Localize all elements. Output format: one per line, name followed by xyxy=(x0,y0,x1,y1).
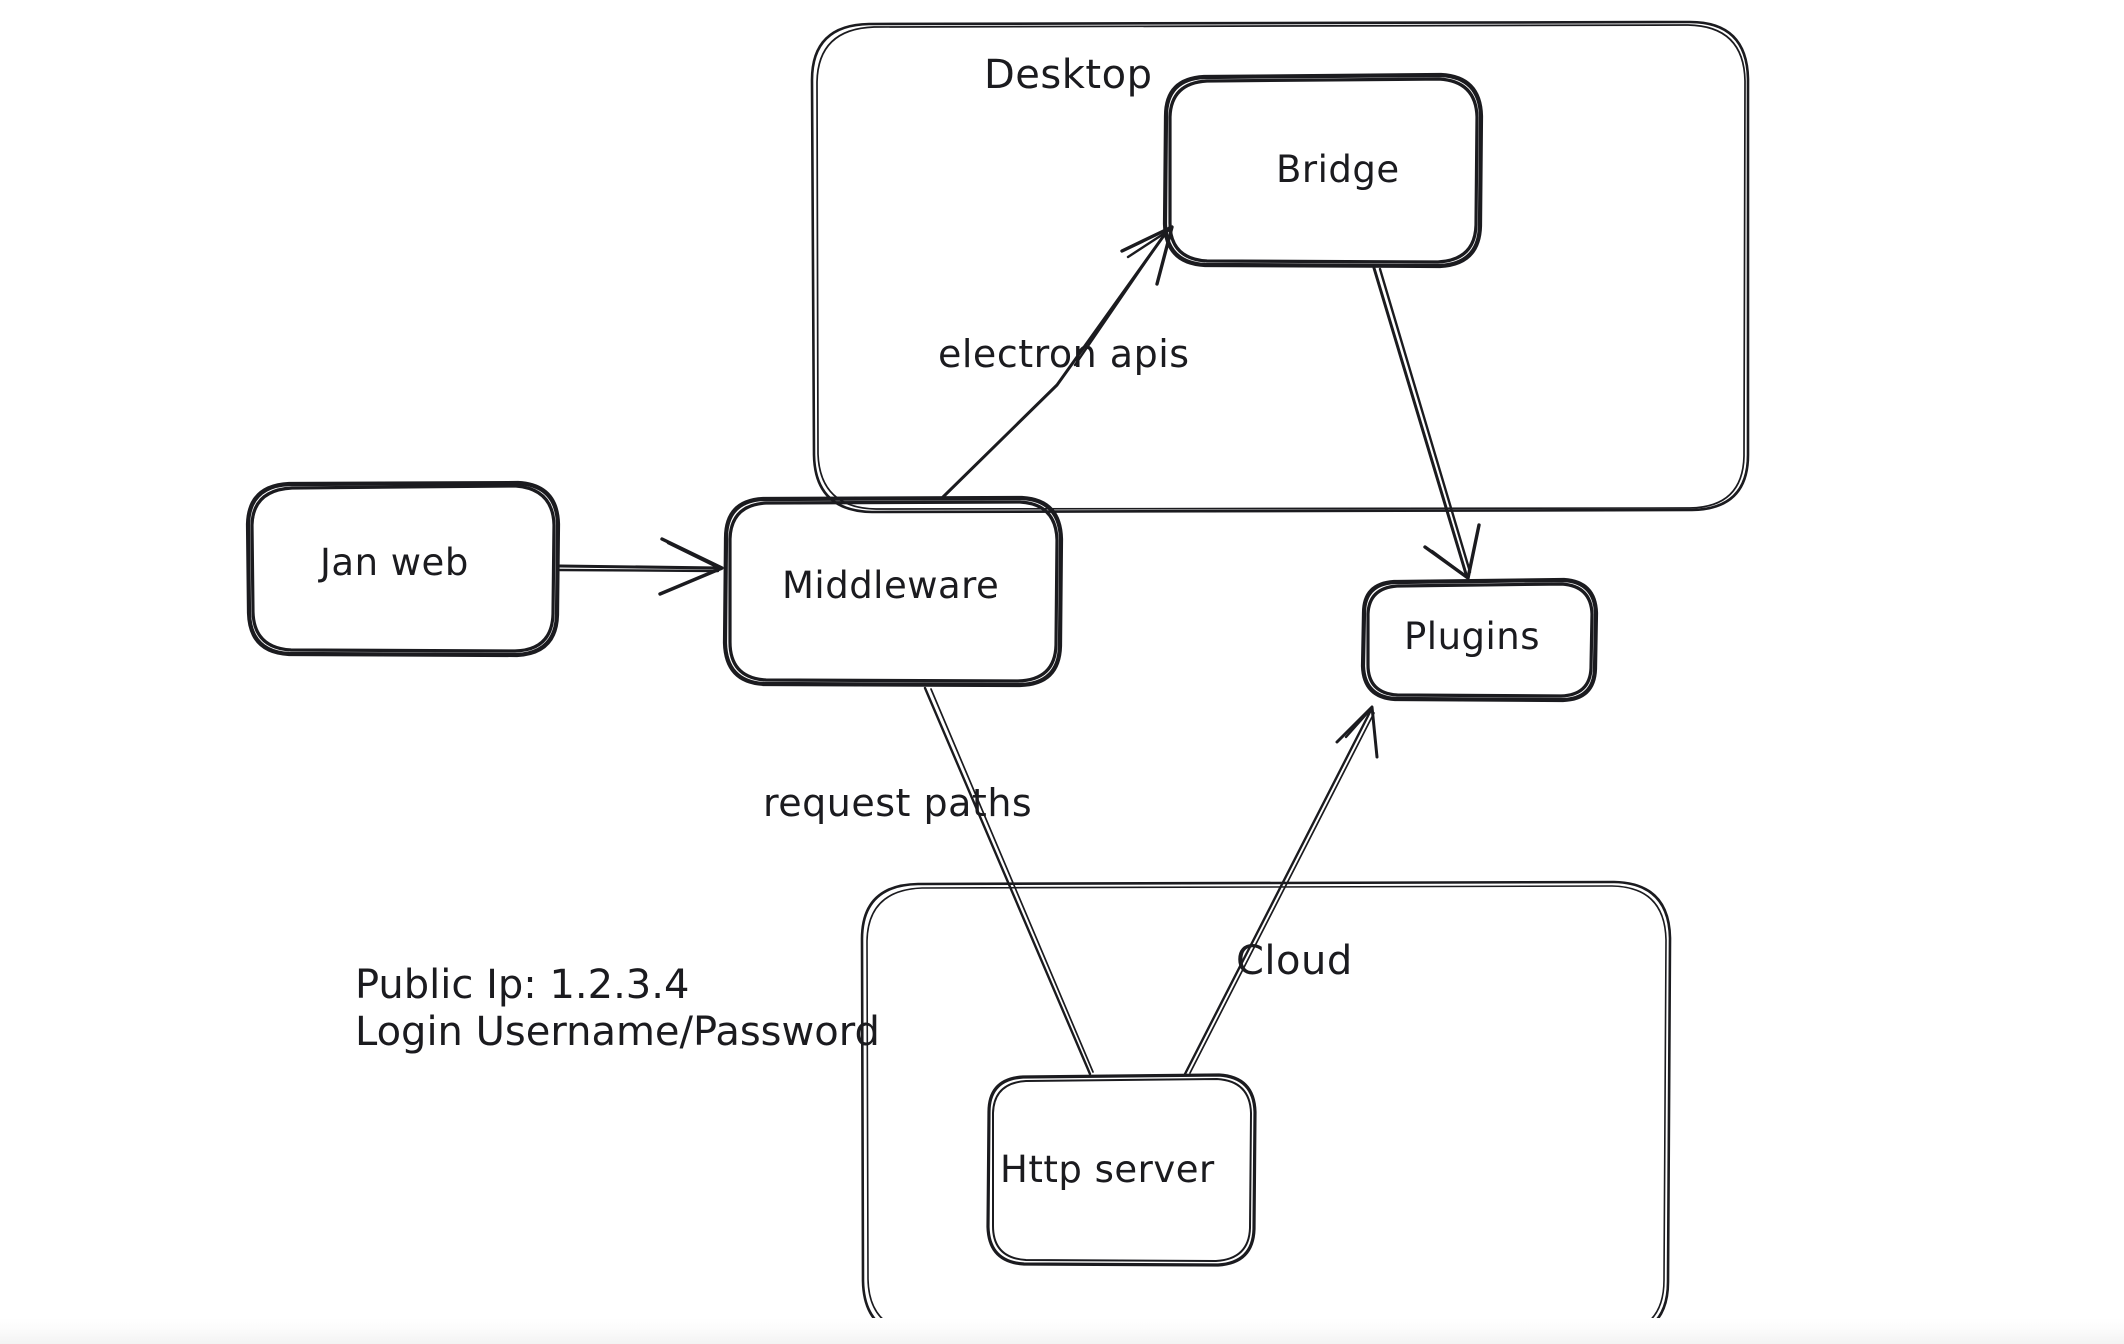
middleware-box-outline[interactable] xyxy=(722,495,1064,688)
edge-jan-web-to-middleware xyxy=(558,537,724,596)
bridge-label: Bridge xyxy=(1276,148,1400,191)
jan-web-label: Jan web xyxy=(320,541,469,584)
middleware-label: Middleware xyxy=(782,564,1000,607)
edge-bridge-to-plugins xyxy=(1372,266,1481,580)
edge-http-server-to-plugins xyxy=(1183,705,1379,1076)
electron-apis-edge-label: electron apis xyxy=(938,332,1190,376)
edge-middleware-to-http-server xyxy=(923,686,1094,1076)
public-ip-note: Public Ip: 1.2.3.4 xyxy=(355,962,690,1008)
http-server-label: Http server xyxy=(1000,1148,1215,1191)
plugins-label: Plugins xyxy=(1404,615,1541,658)
edge-middleware-to-bridge xyxy=(941,225,1174,499)
http-server-box-outline[interactable] xyxy=(986,1073,1257,1267)
desktop-group-outline xyxy=(810,20,1750,514)
cloud-group-label: Cloud xyxy=(1236,938,1353,984)
login-credentials-note: Login Username/Password xyxy=(355,1009,880,1056)
desktop-group-label: Desktop xyxy=(984,52,1153,98)
deployment-note: Public Ip: 1.2.3.4 Login Username/Passwo… xyxy=(355,962,880,1056)
jan-web-box-outline[interactable] xyxy=(245,480,561,658)
plugins-box-outline[interactable] xyxy=(1360,577,1599,703)
bridge-box-outline[interactable] xyxy=(1162,72,1484,269)
request-paths-edge-label: request paths xyxy=(763,781,1033,825)
